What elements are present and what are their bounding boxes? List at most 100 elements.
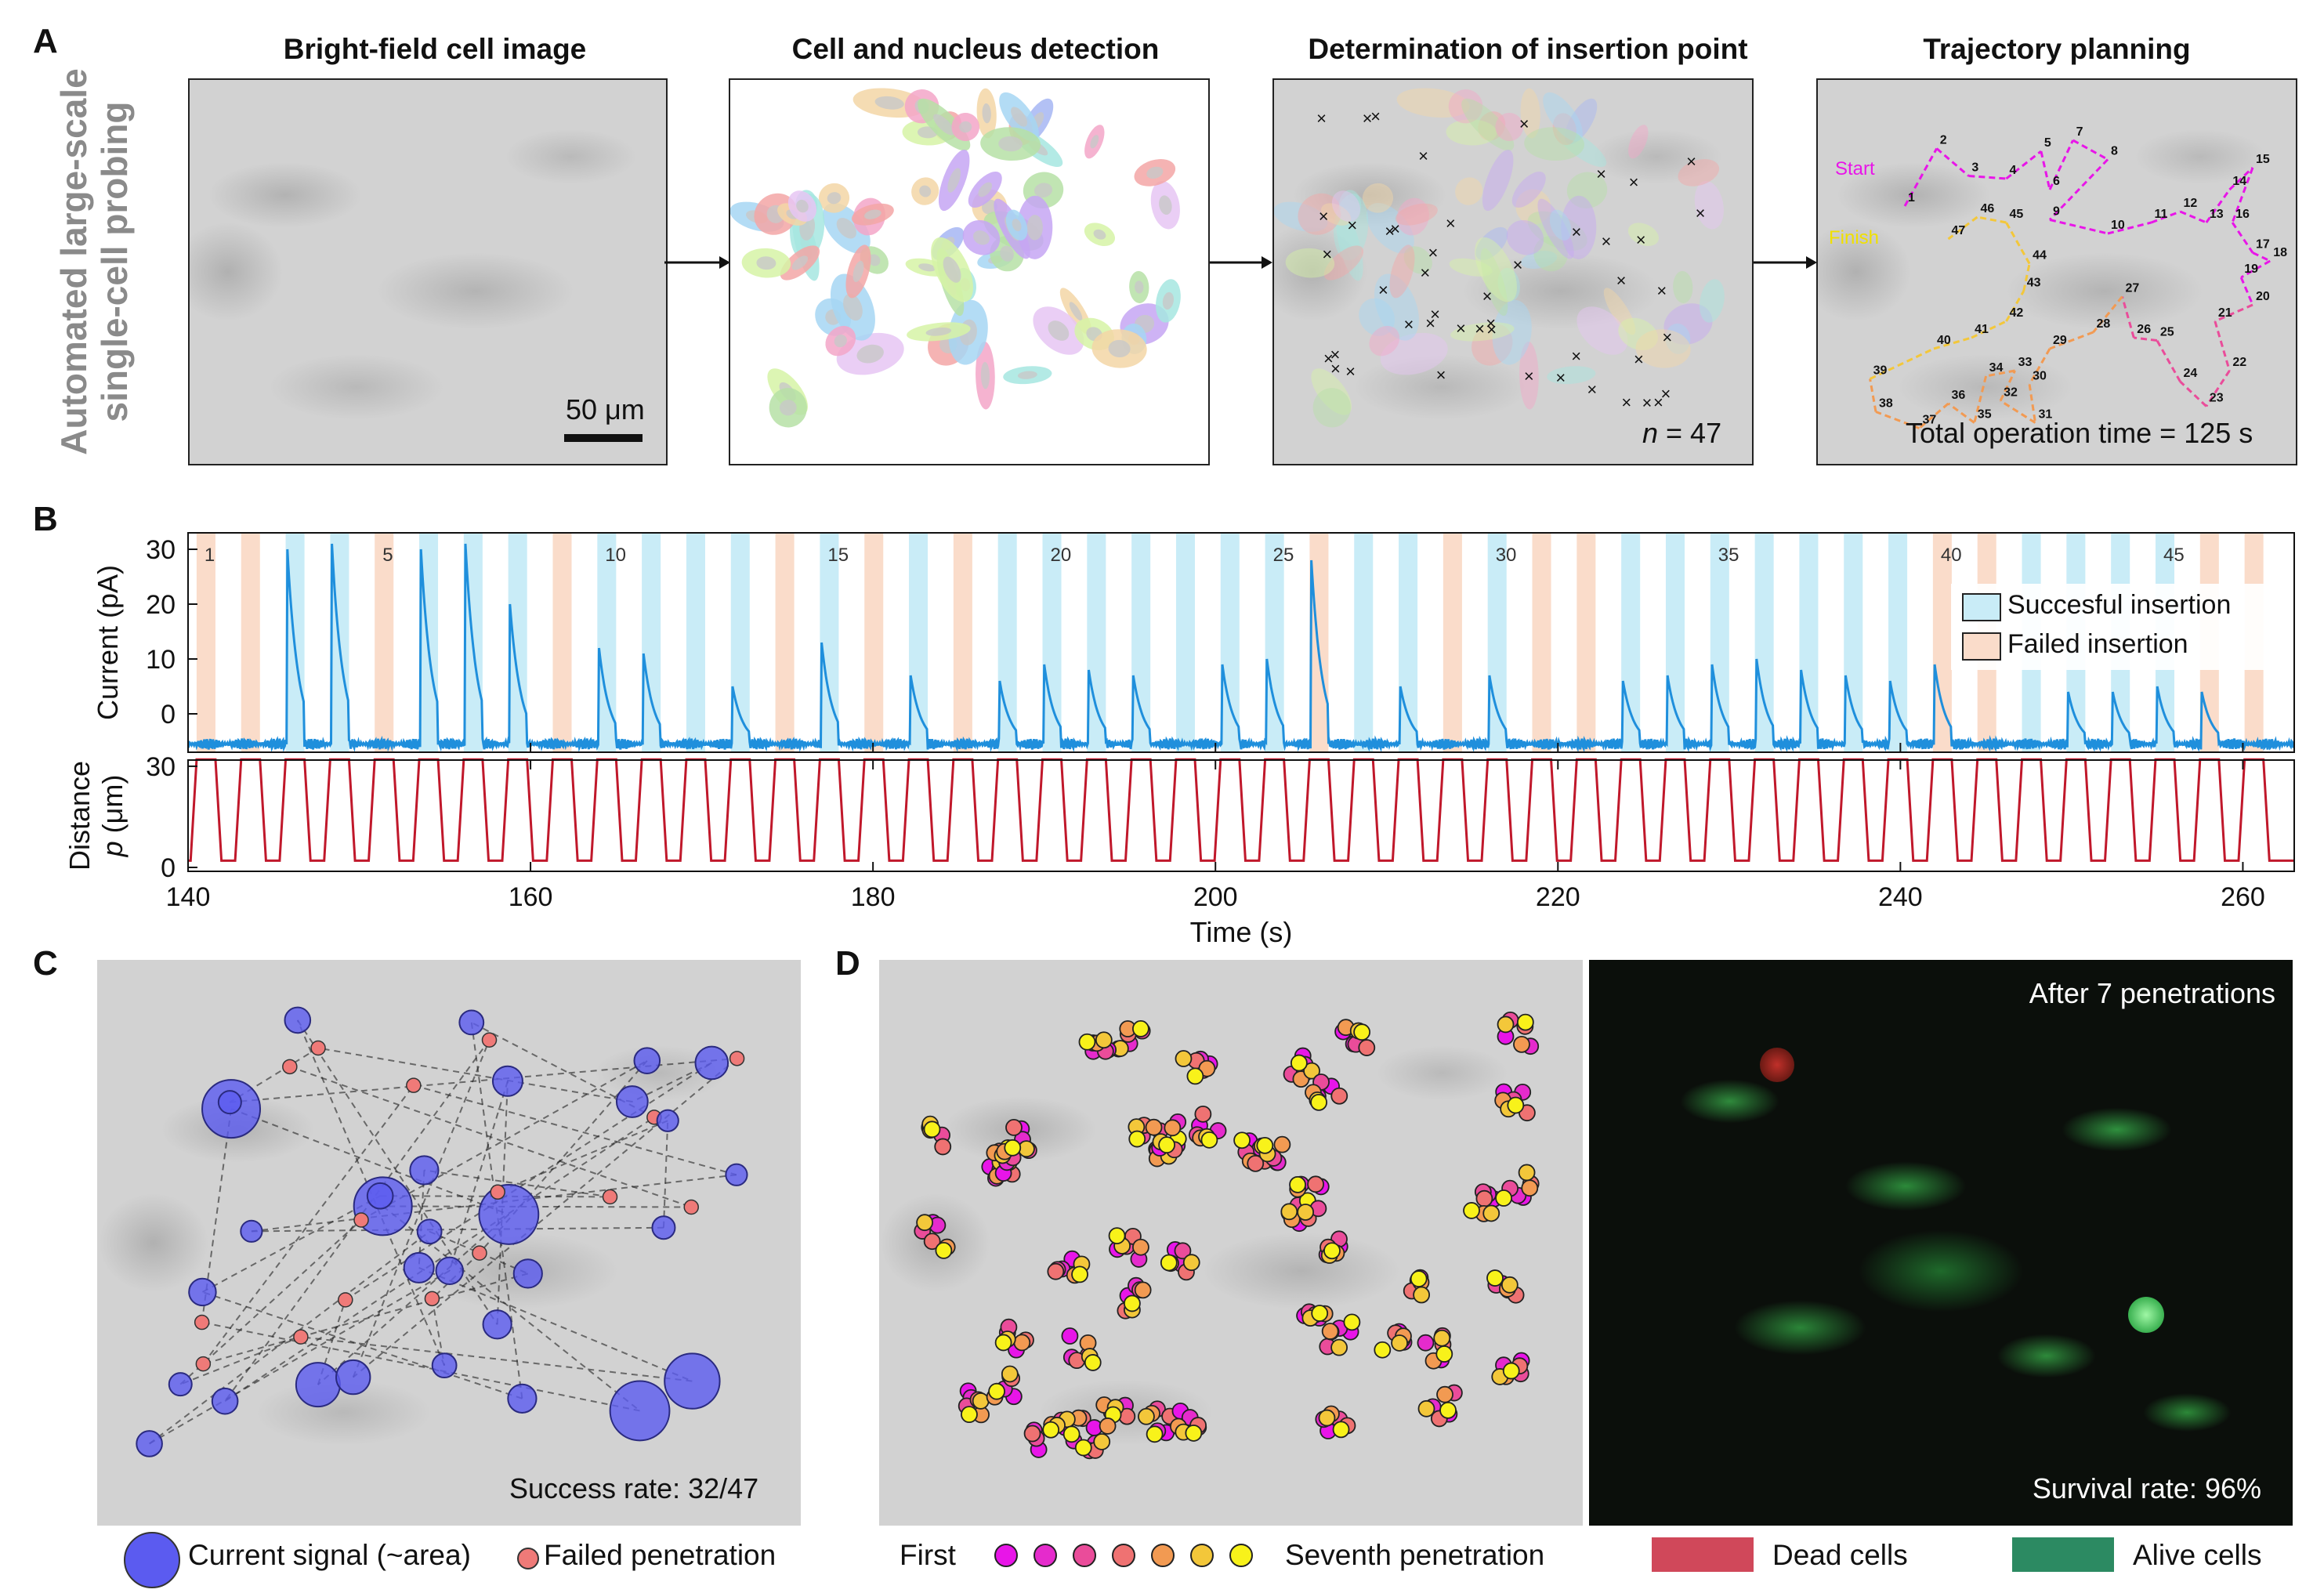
cell-overlay xyxy=(1549,209,1572,241)
current-signal-bubble xyxy=(366,1182,394,1210)
success-insertion-band xyxy=(686,533,705,752)
trajectory-point-label: 39 xyxy=(1873,364,1888,378)
cell-overlay xyxy=(1521,251,1558,270)
bright-field-image: 50 μm xyxy=(188,78,668,465)
insertion-cross: × xyxy=(1363,109,1373,129)
trajectory-point-label: 5 xyxy=(2044,136,2051,150)
current-signal-bubble xyxy=(431,1352,458,1379)
nucleus-segment xyxy=(919,185,932,197)
penetration-dot xyxy=(1391,1334,1408,1352)
panel-a-title-4: Trajectory planning xyxy=(1923,33,2191,65)
penetration-dot xyxy=(1200,1131,1218,1149)
current-signal-bubble xyxy=(188,1277,217,1307)
trajectory-segment xyxy=(2107,221,2152,235)
cell-overlay xyxy=(1673,270,1693,303)
success-insertion-band xyxy=(1710,533,1729,752)
penetration-dot xyxy=(1482,1204,1500,1222)
trajectory-segment xyxy=(2005,150,2042,180)
nucleus-segment xyxy=(1108,339,1131,358)
nucleus-segment xyxy=(1162,291,1175,310)
nucleus-segment xyxy=(1033,183,1053,198)
failed-penetration-dot xyxy=(602,1189,618,1205)
nucleus-segment xyxy=(796,199,809,213)
failed-penetration-dot xyxy=(338,1292,353,1308)
current-signal-bubble xyxy=(136,1430,163,1457)
nucleus-segment xyxy=(827,192,842,205)
current-trace xyxy=(186,543,2295,753)
x-tick-label: 220 xyxy=(1536,882,1580,912)
trajectory-segment xyxy=(1968,175,2007,180)
failed-penetration-dot xyxy=(683,1199,700,1215)
insertion-cross: × xyxy=(1653,393,1663,412)
legend-dead-swatch xyxy=(1652,1537,1754,1572)
failed-penetration-dot xyxy=(424,1291,440,1307)
penetration-path xyxy=(418,1267,693,1382)
x-axis-label: Time (s) xyxy=(1190,916,1293,948)
legend-current-bubble xyxy=(124,1532,180,1588)
trajectory-point-label: 31 xyxy=(2039,408,2053,422)
trajectory-segment xyxy=(1918,402,1949,429)
trajectory-point-label: 20 xyxy=(2256,290,2270,303)
nucleus-segment xyxy=(843,293,863,321)
failed-penetration-dot xyxy=(406,1077,422,1093)
nucleus-segment xyxy=(918,263,936,272)
trajectory-point-label: 32 xyxy=(2004,386,2018,400)
cell-overlay xyxy=(1506,219,1544,255)
penetration-dot xyxy=(1410,1270,1428,1287)
penetration-dot xyxy=(1233,1131,1251,1149)
penetration-dot xyxy=(1507,1096,1525,1114)
trajectory-segment xyxy=(2205,189,2231,223)
trajectory-point-label: 9 xyxy=(2053,205,2060,219)
y-tick-label: 30 xyxy=(146,535,176,565)
nucleus-segment xyxy=(834,334,847,348)
penetration-map-image xyxy=(879,960,1583,1526)
current-signal-bubble xyxy=(211,1387,239,1415)
cell-overlay xyxy=(1537,198,1574,259)
penetration-path xyxy=(497,1120,668,1193)
penetration-path xyxy=(201,1321,640,1412)
trajectory-point-label: 13 xyxy=(2210,208,2224,221)
insertion-cross: × xyxy=(1418,147,1428,166)
panel-a-side-label: Automated large-scale single-cell probin… xyxy=(53,68,135,455)
failed-insertion-band xyxy=(375,533,394,752)
insertion-number-label: 15 xyxy=(827,545,849,566)
penetration-dot xyxy=(1174,1242,1192,1260)
chart-b-legend: Succesful insertion Failed insertion xyxy=(1951,584,2268,670)
scalebar-label: 50 μm xyxy=(566,393,645,425)
cell-overlay xyxy=(1475,237,1517,302)
cell-overlay xyxy=(1527,211,1587,251)
y-tick-label: 10 xyxy=(146,645,176,675)
legend-success-swatch xyxy=(1962,593,2001,621)
nucleus-segment xyxy=(998,136,1023,152)
penetration-dot xyxy=(1332,1421,1350,1439)
penetration-dot xyxy=(1078,1033,1096,1051)
penetration-path xyxy=(203,1273,529,1365)
cell-overlay xyxy=(1576,306,1628,355)
insertion-cross: × xyxy=(1486,313,1496,333)
current-signal-bubble xyxy=(482,1309,512,1340)
distance-axis-label: Distance xyxy=(63,761,96,871)
penetration-dot xyxy=(1436,1385,1453,1403)
current-signal-bubble xyxy=(295,1362,341,1408)
insertion-cross: × xyxy=(1385,222,1395,241)
cell-overlay xyxy=(1699,279,1725,323)
failed-insertion-band xyxy=(1532,533,1551,752)
cell-overlay xyxy=(1497,267,1520,302)
penetration-order-dot xyxy=(994,1544,1018,1567)
insertion-number-label: 40 xyxy=(1941,545,1962,566)
penetration-dot xyxy=(1093,1433,1111,1450)
insertion-cross: × xyxy=(1330,359,1341,378)
insertion-cross: × xyxy=(1524,366,1534,386)
arrow-icon xyxy=(1207,256,1272,269)
trajectory-segment xyxy=(2156,339,2181,382)
nucleus-segment xyxy=(1135,281,1144,294)
penetration-dot xyxy=(1194,1105,1212,1123)
cell-overlay xyxy=(1369,325,1400,357)
penetration-dot xyxy=(1463,1202,1480,1219)
insertion-cross: × xyxy=(1634,349,1644,369)
current-signal-bubble xyxy=(512,1258,543,1289)
trajectory-segment xyxy=(1973,375,1988,423)
penetration-order-dot xyxy=(1073,1544,1096,1567)
